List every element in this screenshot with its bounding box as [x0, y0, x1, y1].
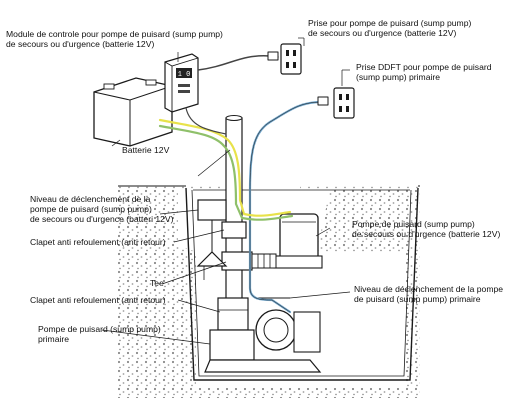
- battery-12v: [93, 77, 173, 147]
- label-line: Module de controle pour pompe de puisard…: [6, 29, 223, 39]
- backup-pump: [251, 213, 323, 269]
- backup-outlet: [280, 43, 302, 75]
- label-line: Prise pour pompe de puisard (sump pump): [308, 18, 472, 28]
- label-line: de secours ou d'urgence (batteri 12V): [30, 214, 174, 224]
- label-line: primaire: [38, 334, 70, 344]
- label-line: Pompe de puisard (sump pump): [38, 324, 161, 334]
- control-module: 1 0: [164, 53, 199, 113]
- label-line: Clapet anti refoulement (anti retour): [30, 295, 166, 305]
- label-backup-float: Niveau de déclenchement de la pompe de p…: [30, 194, 174, 224]
- primary-pump: [204, 297, 322, 373]
- label-control-module: Module de controle pour pompe de puisard…: [6, 29, 223, 49]
- label-gfci-outlet: Prise DDFT pour pompe de puisard (sump p…: [356, 62, 492, 82]
- label-line: Tee: [150, 278, 164, 288]
- label-check-valve-bottom: Clapet anti refoulement (anti retour): [30, 295, 166, 305]
- label-primary-float: Niveau de déclenchement de la pompe de p…: [354, 284, 503, 304]
- module-display: 1 0: [178, 71, 191, 79]
- label-line: (sump pump) primaire: [356, 72, 441, 82]
- label-line: Batterie 12V: [122, 145, 170, 155]
- label-tee: Tee: [150, 278, 164, 288]
- label-line: Pompe de puisard (sump pump): [352, 219, 475, 229]
- label-check-valve-top: Clapet anti refoulement (anti retour): [30, 237, 166, 247]
- leader-lines: [101, 37, 351, 345]
- label-line: pompe de puisard (sump pump): [30, 204, 152, 214]
- label-primary-pump: Pompe de puisard (sump pump) primaire: [38, 324, 161, 344]
- backup-float-switch: [196, 199, 228, 280]
- label-backup-outlet: Prise pour pompe de puisard (sump pump) …: [308, 18, 471, 38]
- label-line: Niveau de déclenchement de la pompe: [354, 284, 504, 294]
- label-line: Niveau de déclenchement de la: [30, 194, 151, 204]
- label-line: de secours ou d'urgence (batterie 12V): [308, 28, 457, 38]
- label-battery: Batterie 12V: [122, 145, 169, 155]
- label-backup-pump: Pompe de puisard (sump pump) de secours …: [352, 219, 500, 239]
- power-cords: [158, 51, 329, 314]
- label-line: Clapet anti refoulement (anti retour): [30, 237, 166, 247]
- label-line: de secours ou d'urgence (batterie 12V): [6, 39, 155, 49]
- sump-pit: [118, 185, 420, 398]
- label-line: de puisard (sump pump) primaire: [354, 294, 481, 304]
- label-line: de secours ou d'urgence (batterie 12V): [352, 229, 501, 239]
- gfci-outlet: [333, 87, 355, 119]
- label-line: Prise DDFT pour pompe de puisard: [356, 62, 492, 72]
- discharge-pipe: [217, 115, 253, 331]
